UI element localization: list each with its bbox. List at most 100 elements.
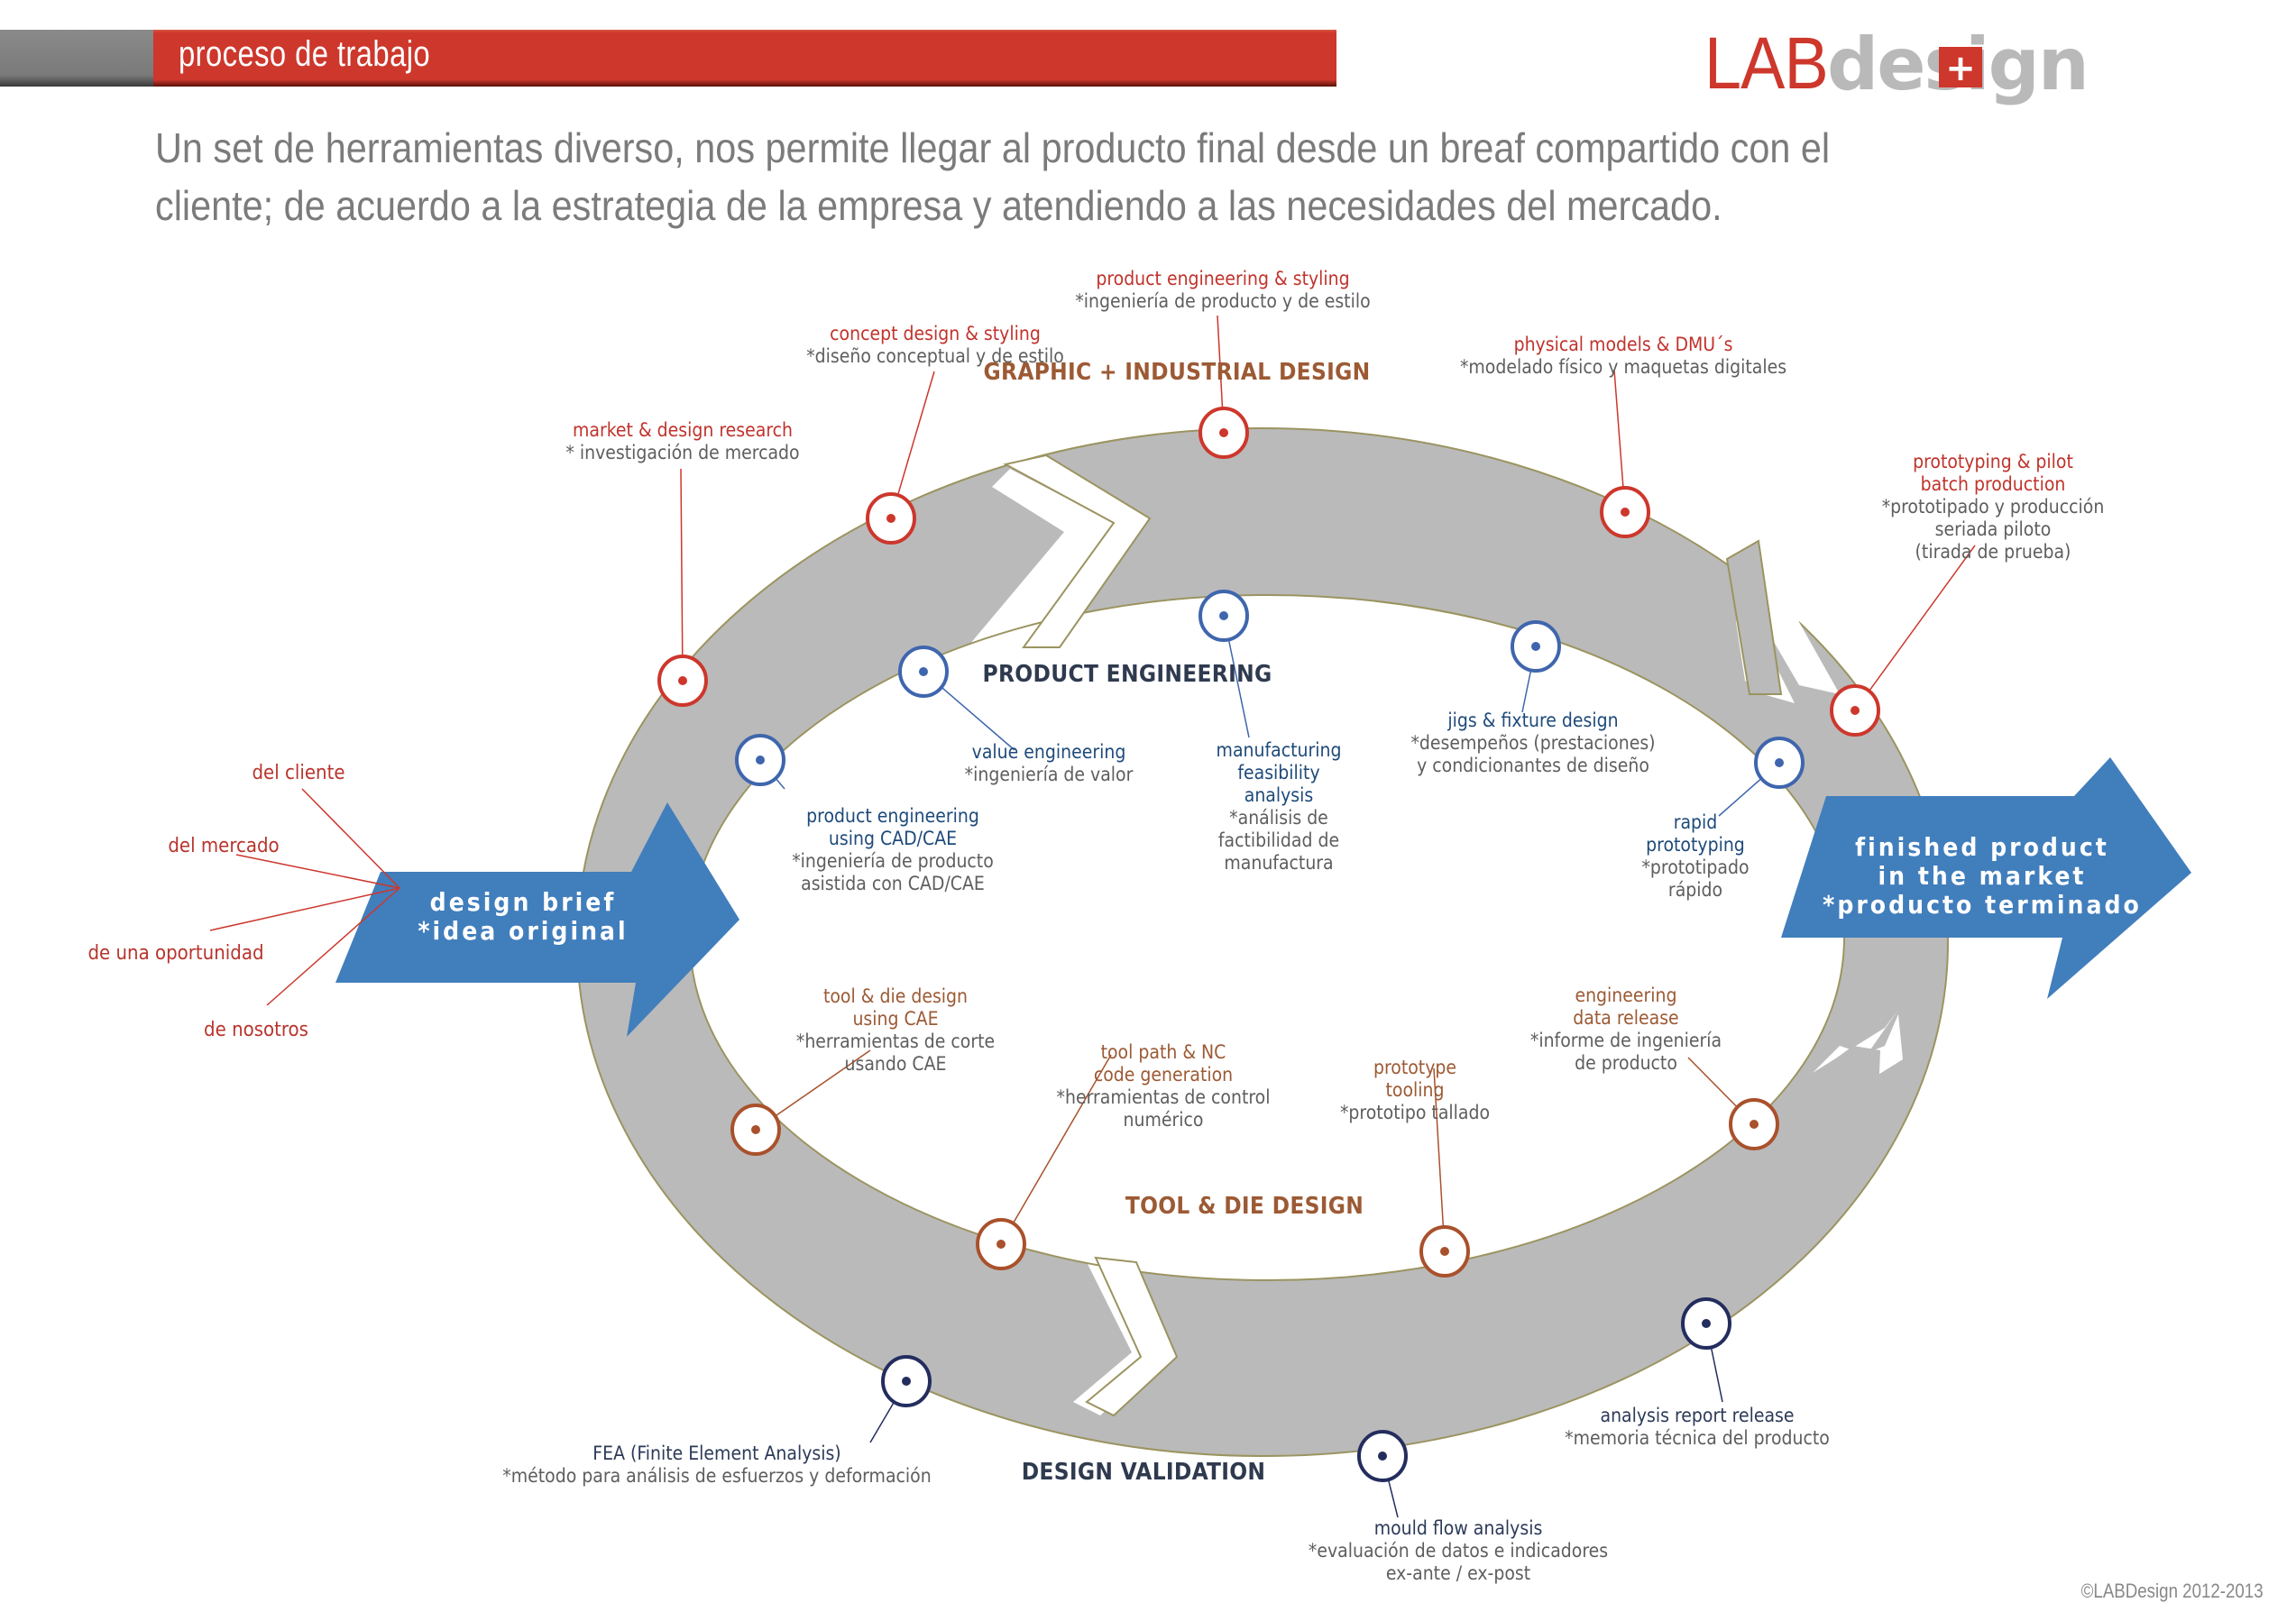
finished-product-line2: in the market xyxy=(1878,861,2087,891)
step-description-line: *informe de ingeniería xyxy=(1529,1030,1722,1051)
stage-design-validation: DESIGN VALIDATION xyxy=(1021,1459,1266,1486)
step-marker-dot-prototype-tooling xyxy=(1440,1247,1449,1256)
step-description-line: factibilidad de xyxy=(1217,829,1340,851)
step-marker-dot-prototyping-pilot-batch-production xyxy=(1851,706,1860,715)
step-description-line: ex-ante / ex-post xyxy=(1385,1562,1531,1584)
step-description-line: *diseño conceptual y de estilo xyxy=(806,345,1064,367)
leader-line-prototype-tooling xyxy=(1433,1067,1446,1252)
step-label-analysis-report-release: analysis report release*memoria técnica … xyxy=(1565,1405,1830,1450)
step-title-line: tool & die design xyxy=(822,985,969,1007)
step-marker-dot-market-design-research xyxy=(678,676,687,685)
step-marker-dot-analysis-report-release xyxy=(1702,1319,1711,1328)
finished-product-line1: finished product xyxy=(1855,832,2109,862)
step-marker-dot-tool-die-design-using-cae xyxy=(751,1125,760,1134)
source-lines xyxy=(209,788,400,1006)
ring-gap-bottom xyxy=(1085,1256,1179,1417)
step-title-line: FEA (Finite Element Analysis) xyxy=(592,1443,841,1464)
logo-plus-icon: + xyxy=(1939,47,1982,89)
step-label-market-design-research: market & design research* investigación … xyxy=(565,419,799,464)
step-description-line: *modelado físico y maquetas digitales xyxy=(1459,356,1787,378)
step-description-line: *ingeniería de producto xyxy=(792,850,994,872)
step-description-line: *prototipado y producción xyxy=(1881,496,2105,517)
step-title-line: jigs & fixture design xyxy=(1447,710,1619,731)
copyright: ©LABDesign 2012-2013 xyxy=(2081,1580,2264,1602)
step-title-line: mould flow analysis xyxy=(1373,1517,1543,1539)
step-label-value-engineering: value engineering*ingeniería de valor xyxy=(965,741,1134,786)
ring-gap-top-left xyxy=(1003,453,1152,648)
step-label-product-engineering-styling: product engineering & styling*ingeniería… xyxy=(1075,268,1370,313)
step-marker-dot-value-engineering xyxy=(919,667,928,676)
leader-line-prototyping-pilot-batch-production xyxy=(1854,545,1976,711)
stage-graphic-industrial-design: GRAPHIC + INDUSTRIAL DESIGN xyxy=(983,359,1371,386)
step-description-line: manufactura xyxy=(1224,852,1334,874)
step-title-line: data release xyxy=(1573,1007,1679,1029)
header-red-bar xyxy=(153,30,1336,87)
step-title-line: rapid xyxy=(1673,811,1718,833)
ring-arrow-step-right xyxy=(1804,1046,1880,1127)
step-title-line: using CAD/CAE xyxy=(828,828,958,849)
step-description-line: y condicionantes de diseño xyxy=(1417,755,1649,776)
step-marker-dot-product-engineering-styling xyxy=(1219,428,1228,437)
step-title-line: batch production xyxy=(1920,473,2066,495)
step-description-line: rápido xyxy=(1667,879,1723,901)
step-marker-dot-physical-models-dmu-s xyxy=(1621,508,1630,517)
intro-paragraph: Un set de herramientas diverso, nos perm… xyxy=(155,124,1831,229)
design-brief-arrow xyxy=(335,802,739,1037)
step-description-line: *método para análisis de esfuerzos y def… xyxy=(502,1465,932,1487)
step-description-line: *prototipado xyxy=(1641,856,1750,878)
stage-tool-die-design: TOOL & DIE DESIGN xyxy=(1125,1193,1364,1220)
step-label-fea-finite-element-analysis: FEA (Finite Element Analysis)*método par… xyxy=(502,1443,931,1488)
step-label-concept-design-styling: concept design & styling*diseño conceptu… xyxy=(806,323,1064,368)
step-marker-dot-concept-design-styling xyxy=(886,514,895,523)
step-label-jigs-fixture-design: jigs & fixture design*desempeños (presta… xyxy=(1410,710,1655,777)
step-description-line: *análisis de xyxy=(1229,807,1328,829)
step-label-mould-flow-analysis: mould flow analysis*evaluación de datos … xyxy=(1309,1517,1608,1585)
step-marker-dot-tool-path-nc-code-generation xyxy=(996,1240,1006,1249)
step-title-line: tooling xyxy=(1385,1079,1445,1101)
step-description-line: usando CAE xyxy=(844,1053,947,1075)
source-del-cliente: del cliente xyxy=(252,762,345,784)
step-title-line: prototype xyxy=(1373,1057,1457,1078)
design-brief-label: design brief *idea original xyxy=(418,888,628,946)
step-title-line: product engineering & styling xyxy=(1096,268,1350,289)
step-description-line: asistida con CAD/CAE xyxy=(801,873,985,894)
design-brief-line1: design brief xyxy=(429,887,617,917)
step-title-line: manufacturing xyxy=(1216,739,1342,761)
step-description-line: *memoria técnica del producto xyxy=(1565,1427,1830,1449)
step-title-line: analysis report release xyxy=(1600,1405,1795,1426)
step-title-line: product engineering xyxy=(806,805,979,827)
step-description-line: *herramientas de control xyxy=(1056,1086,1271,1108)
step-title-line: feasibility xyxy=(1237,762,1320,783)
header-gray-block xyxy=(0,30,153,87)
step-description-line: *evaluación de datos e indicadores xyxy=(1308,1540,1609,1562)
step-marker-dot-rapid-prototyping xyxy=(1775,758,1784,767)
step-marker-dot-fea-finite-element-analysis xyxy=(902,1377,911,1386)
step-description-line: de producto xyxy=(1575,1052,1677,1074)
step-description-line: *ingeniería de producto y de estilo xyxy=(1075,290,1371,312)
step-marker-dot-engineering-data-release xyxy=(1750,1120,1759,1129)
step-title-line: market & design research xyxy=(572,419,794,441)
step-marker-dot-manufacturing-feasibility-analysis xyxy=(1219,611,1228,620)
leader-line-market-design-research xyxy=(680,468,684,682)
leader-line-tool-path-nc-code-generation xyxy=(1000,1054,1112,1245)
step-description-line: numérico xyxy=(1123,1109,1204,1131)
step-title-line: prototyping & pilot xyxy=(1913,451,2073,472)
step-title-line: engineering xyxy=(1575,985,1677,1006)
finished-product-label: finished product in the market *producto… xyxy=(1823,833,2142,920)
source-del-mercado: del mercado xyxy=(168,835,280,857)
step-marker-dot-mould-flow-analysis xyxy=(1378,1452,1387,1461)
step-title-line: analysis xyxy=(1244,784,1314,806)
source-de-nosotros: de nosotros xyxy=(204,1019,308,1041)
source-de-una-oportunidad: de una oportunidad xyxy=(87,942,264,965)
step-description-line: * investigación de mercado xyxy=(565,442,800,463)
step-description-line: *ingeniería de valor xyxy=(964,764,1134,785)
step-title-line: physical models & DMU´s xyxy=(1513,334,1733,355)
design-brief-line2: *idea original xyxy=(418,916,629,946)
step-title-line: prototyping xyxy=(1646,834,1745,856)
step-description-line: (tirada de prueba) xyxy=(1915,541,2071,563)
